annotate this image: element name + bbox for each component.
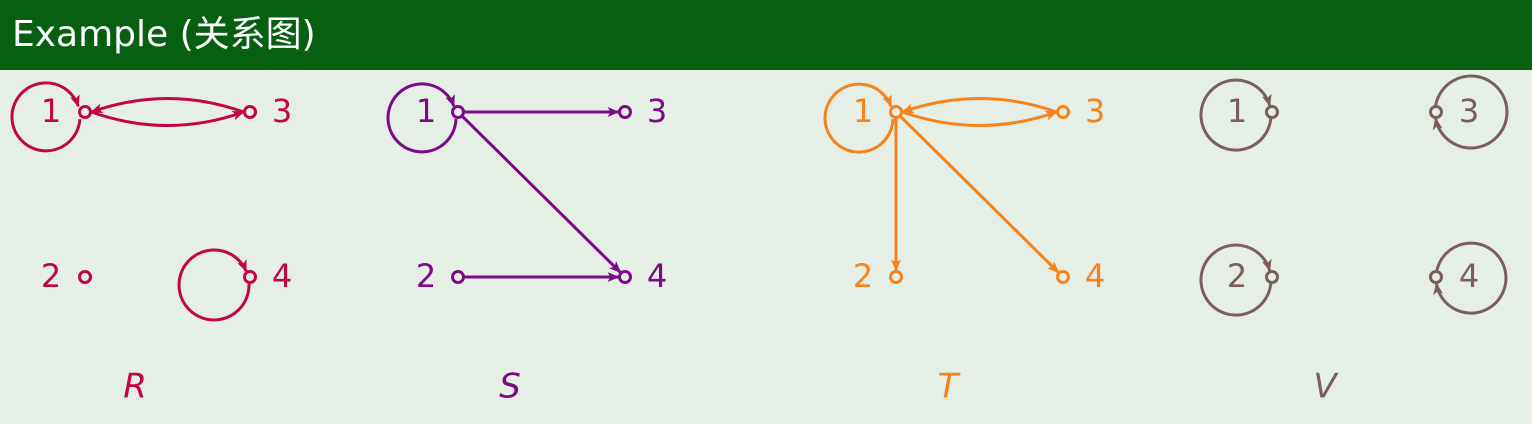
r-node-2	[78, 270, 92, 284]
t-node-label-4: 4	[1085, 257, 1105, 295]
r-node-label-2: 2	[41, 257, 61, 295]
v-edge-1-to-1	[1199, 78, 1273, 152]
v-edge-2-to-2	[1199, 243, 1273, 317]
graph-label-s: S	[499, 367, 521, 407]
s-edge-1-to-4	[461, 115, 622, 274]
t-node-label-1: 1	[853, 92, 873, 130]
t-node-4	[1056, 270, 1070, 284]
v-node-label-1: 1	[1227, 92, 1247, 130]
graph-v: 1 2 3 4V	[1199, 74, 1509, 407]
r-node-1	[78, 105, 92, 119]
s-node-3	[618, 105, 632, 119]
v-node-2	[1265, 270, 1279, 284]
s-node-2	[451, 270, 465, 284]
graph-label-v: V	[1313, 367, 1339, 407]
r-edge-3-to-1	[90, 97, 245, 114]
s-node-label-3: 3	[647, 92, 667, 130]
t-edge-1-to-3	[902, 110, 1058, 127]
s-edge-1-to-1	[386, 82, 458, 154]
v-edge-4-to-4	[1433, 241, 1508, 315]
v-node-1	[1265, 105, 1279, 119]
t-edge-1-to-1	[823, 82, 895, 154]
graph-t: 1 2 3 4T	[823, 82, 1105, 407]
r-edge-4-to-4	[177, 248, 251, 322]
t-node-label-3: 3	[1085, 92, 1105, 130]
r-node-label-1: 1	[41, 92, 61, 130]
r-node-label-3: 3	[272, 92, 292, 130]
t-edge-3-to-1	[901, 97, 1057, 114]
s-node-1	[451, 105, 465, 119]
s-node-4	[618, 270, 632, 284]
v-node-3	[1429, 105, 1443, 119]
s-node-label-4: 4	[647, 257, 667, 295]
r-edge-1-to-1	[10, 81, 82, 153]
r-node-3	[243, 105, 257, 119]
graph-label-t: T	[938, 367, 961, 407]
v-node-label-2: 2	[1227, 257, 1247, 295]
graph-s: 1 2 3 4S	[386, 82, 667, 407]
r-edge-1-to-3	[90, 110, 245, 127]
t-node-1	[889, 105, 903, 119]
v-node-label-3: 3	[1459, 92, 1479, 130]
r-node-label-4: 4	[272, 257, 292, 295]
r-node-4	[243, 270, 257, 284]
slide-title: Example (关系图)	[12, 14, 316, 55]
s-node-label-1: 1	[416, 92, 436, 130]
s-node-label-2: 2	[416, 257, 436, 295]
v-node-4	[1429, 270, 1443, 284]
title-bar: Example (关系图)	[0, 0, 1532, 70]
t-edge-1-to-4	[899, 115, 1060, 274]
graph-label-r: R	[123, 367, 147, 407]
t-node-3	[1056, 105, 1070, 119]
graph-r: 1 2 3 4R	[10, 81, 292, 407]
t-node-label-2: 2	[853, 257, 873, 295]
v-node-label-4: 4	[1459, 257, 1479, 295]
t-node-2	[889, 270, 903, 284]
v-edge-3-to-3	[1432, 74, 1509, 150]
